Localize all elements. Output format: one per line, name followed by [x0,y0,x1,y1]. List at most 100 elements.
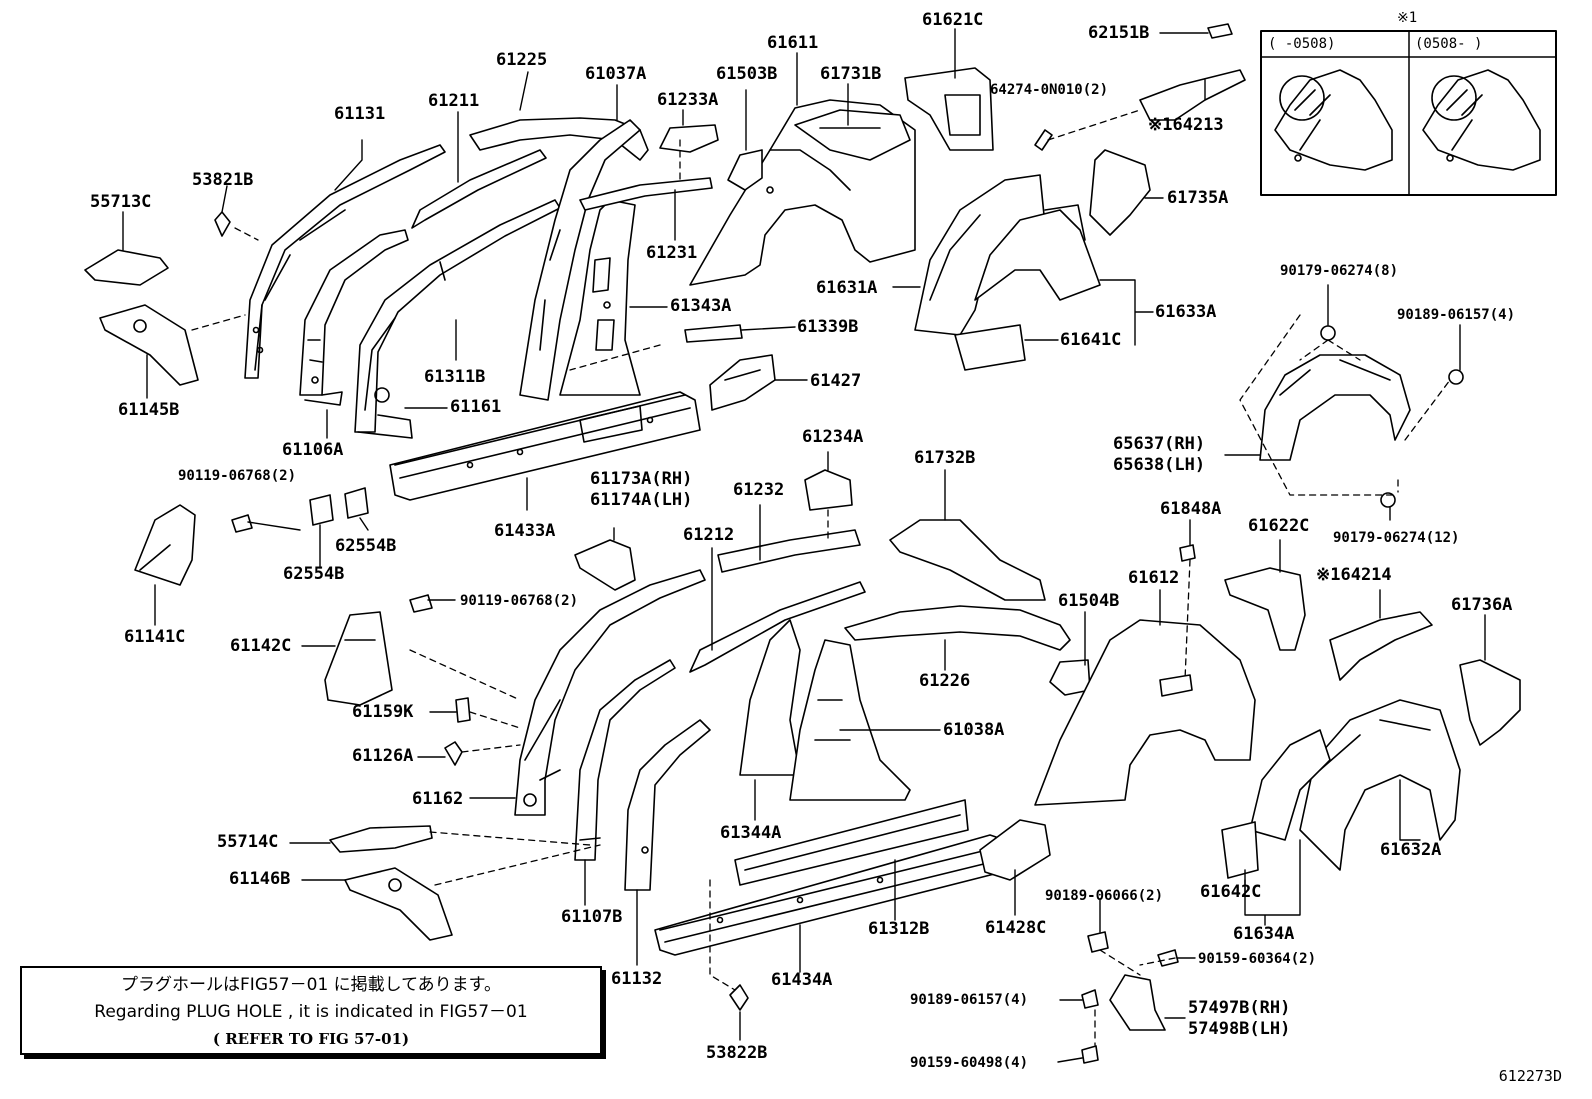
part-label: 61633A [1155,302,1217,322]
part-label: 62151B [1088,23,1150,43]
part-label: 61427 [810,371,862,391]
clip-90189-b [1087,931,1109,953]
part-label: 61037A [585,64,647,84]
bracket-55713C [84,249,169,286]
inner-61731B [794,109,911,161]
part-label: 61146B [229,869,291,889]
center-pillar-61037A [519,119,641,401]
clip-90189-a [1448,369,1464,385]
note-japanese: プラグホールはFIG57－01 に掲載してあります。 [121,975,501,995]
part-label: 61173A(RH) [590,469,693,489]
bracket-61159K [455,697,471,723]
clip-90189-c [1081,989,1099,1009]
part-label: 61106A [282,440,344,460]
inset-title: ※1 [1397,10,1418,26]
figure-code: 612273D [1498,1067,1562,1085]
block-62554B-a [309,494,334,526]
bolt-64274 [1034,129,1053,151]
clip-61848A [1179,544,1196,562]
part-label: 61428C [985,918,1047,938]
bracket-64213 [1139,69,1246,121]
rail-61232 [717,529,861,573]
part-label: 61212 [683,525,735,545]
dashed-lines [191,109,1451,1046]
part-label: 90189-06157(4) [1397,307,1516,323]
plate-61504B [1049,659,1091,696]
roof-side-61226 [844,605,1071,651]
part-label: 61503B [716,64,778,84]
part-label: 65637(RH) [1113,434,1206,454]
part-label: 55714C [217,832,279,852]
inner-wheelhouse-61634A [1249,729,1331,841]
part-label: 90189-06066(2) [1045,888,1164,904]
part-label: 53822B [706,1043,768,1063]
plate-61503B [727,149,763,191]
part-label: 61126A [352,746,414,766]
bracket-61126A [444,741,463,766]
bracket-61732B [889,519,1046,601]
part-label: 61504B [1058,591,1120,611]
part-label: 57497B(RH) [1188,998,1291,1018]
bracket-61146B [344,867,453,941]
bracket-61234A [804,469,853,511]
inset-box [1260,30,1557,196]
part-label: 61433A [494,521,556,541]
bracket-61622C [1224,567,1306,651]
part-label: 53821B [192,170,254,190]
part-label: 61344A [720,823,782,843]
bracket-61173A [574,539,636,591]
part-label: 61161 [450,397,502,417]
part-label: 61731B [820,64,882,84]
part-label: 61339B [797,317,859,337]
part-label: ※164214 [1316,565,1392,585]
part-label: 61233A [657,90,719,110]
part-label: 61174A(LH) [590,490,693,510]
part-label: 61141C [124,627,186,647]
bracket-64214 [1329,611,1433,681]
part-label: 65638(LH) [1113,455,1206,475]
part-label: 64274-0N010(2) [990,82,1109,98]
part-label: 61848A [1160,499,1222,519]
part-label: 90119-06768(2) [460,593,579,609]
part-label: 61231 [646,243,698,263]
bolt-90159-a [1157,949,1179,967]
part-label: 61145B [118,400,180,420]
leader-lines [122,28,1486,1063]
part-label: 61642C [1200,882,1262,902]
bracket-61735A [1089,149,1151,236]
bolt-90119-b [409,594,433,613]
bracket-61736A [1459,659,1521,746]
part-label: 61226 [919,671,971,691]
roof-side-rail-61131 [244,144,446,379]
bolt-90159-b [1081,1045,1099,1064]
part-label: 61612 [1128,568,1180,588]
part-label: 62554B [335,536,397,556]
pillar-61132 [624,719,711,891]
b-pillar-61343A [559,199,641,396]
part-label: 61621C [922,10,984,30]
part-label: 55713C [90,192,152,212]
clip-90179-b [1380,492,1396,508]
part-label: 61232 [733,480,785,500]
part-label: 57498B(LH) [1188,1019,1291,1039]
part-label: 61142C [230,636,292,656]
pillar-61344A [739,619,801,776]
front-body-61162 [514,569,706,816]
clip-53821B [214,211,231,237]
part-label: 61632A [1380,840,1442,860]
quarter-panel-61612 [1034,619,1256,806]
clip-90179-a [1320,325,1336,341]
part-label: 61634A [1233,924,1295,944]
part-label: 90189-06157(4) [910,992,1029,1008]
part-label: 61311B [424,367,486,387]
part-label: 61732B [914,448,976,468]
bracket-61428C [979,819,1051,881]
part-label: 61211 [428,91,480,111]
front-pillar-61106A [299,229,409,406]
plate-61641C [954,324,1026,371]
part-label: 61611 [767,33,819,53]
note-english: Regarding PLUG HOLE , it is indicated in… [94,1002,528,1022]
liner-65637 [1259,354,1411,461]
part-label: 61622C [1248,516,1310,536]
part-label: 61131 [334,104,386,124]
